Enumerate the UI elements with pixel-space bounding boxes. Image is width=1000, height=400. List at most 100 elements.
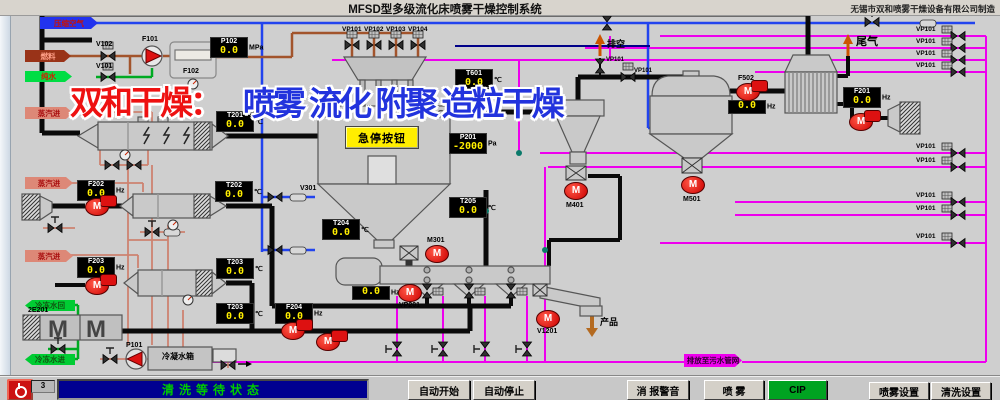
vp-valve-right-8[interactable] [950,237,958,249]
display-label: F201 [854,88,870,95]
vp-valve-right-4[interactable] [958,147,966,159]
valve-icon-20[interactable] [463,291,475,299]
valve-icon-25[interactable] [521,341,533,349]
valve-icon-18[interactable] [601,15,613,23]
motor-icon-4[interactable]: M [398,284,422,302]
valve-icon-24[interactable] [479,341,491,349]
valve-icon-21[interactable] [505,283,517,291]
valve-icon-23[interactable] [437,349,449,357]
valve-icon-17[interactable] [594,66,606,74]
valve-icon-18[interactable] [601,23,613,31]
vp-valve-right-6[interactable] [950,196,958,208]
label-M301: M301 [427,237,445,244]
valve-icon-11[interactable] [134,159,142,171]
vp-valve-right-2[interactable] [958,54,966,66]
counter-box: 3 [31,380,55,393]
vp-valve-right-3[interactable] [958,66,966,78]
valve-icon-17[interactable] [594,58,606,66]
label-VP101: VP101 [606,57,625,63]
motor-icon-1[interactable]: M [85,274,117,295]
valve-icon-19[interactable] [421,291,433,299]
valve-icon-0[interactable] [108,50,116,62]
auto-start-button[interactable]: 自动开始 [408,380,470,400]
vp-valve-right-5[interactable] [950,161,958,173]
valve-icon-1[interactable] [100,71,108,83]
motor-icon-0[interactable]: M [85,195,117,216]
valve-icon-12[interactable] [55,222,63,234]
valve-icon-24[interactable] [479,349,491,357]
valve-icon-1[interactable] [108,71,116,83]
valve-icon-11[interactable] [126,159,134,171]
display-unit: ℃ [255,118,263,126]
valve-icon-8[interactable] [267,191,275,203]
valve-icon-8[interactable] [275,191,283,203]
motor-icon-3[interactable]: M [316,330,348,351]
valve-icon-5[interactable] [418,39,426,51]
emergency-stop-button[interactable]: 急停按钮 [345,126,419,149]
vp-valve-right-6[interactable] [958,196,966,208]
vp-valve-right-2[interactable] [950,54,958,66]
clean-settings-button[interactable]: 清洗设置 [931,382,991,400]
valve-icon-4[interactable] [388,39,396,51]
valve-icon-12[interactable] [47,222,55,234]
valve-icon-9[interactable] [267,244,275,256]
valve-icon-25[interactable] [521,349,533,357]
valve-icon-19[interactable] [421,283,433,291]
valve-icon-2[interactable] [344,39,352,51]
valve-icon-21[interactable] [505,291,517,299]
cip-button[interactable]: CIP [768,380,827,400]
valve-icon-15[interactable] [58,343,66,355]
vp-valve-right-7[interactable] [950,209,958,221]
motor-icon-6[interactable]: M [536,310,560,328]
valve-icon-6[interactable] [620,71,628,83]
valve-icon-6[interactable] [628,71,636,83]
valve-icon-15[interactable] [50,343,58,355]
vp-valve-right-1[interactable] [958,42,966,54]
valve-icon-16[interactable] [220,359,228,371]
valve-icon-10[interactable] [104,159,112,171]
vp-valve-right-1[interactable] [950,42,958,54]
vp-valve-right-0[interactable] [950,30,958,42]
valve-icon-0[interactable] [100,50,108,62]
valve-icon-4[interactable] [396,39,404,51]
auto-stop-button[interactable]: 自动停止 [473,380,535,400]
valve-icon-22[interactable] [391,341,403,349]
motor-icon-9[interactable]: M [736,80,768,101]
valve-icon-7[interactable] [872,16,880,28]
valve-icon-13[interactable] [152,226,160,238]
vp-valve-right-4[interactable] [950,147,958,159]
label-V102: V102 [96,41,113,48]
valve-icon-9[interactable] [275,244,283,256]
valve-icon-10[interactable] [112,159,120,171]
flag-chilled-water-return: 冷冻水回 [25,300,75,311]
valve-icon-13[interactable] [144,226,152,238]
valve-icon-22[interactable] [391,349,403,357]
motor-icon-5[interactable]: M [425,245,449,263]
vp-valve-right-0[interactable] [958,30,966,42]
spray-button[interactable]: 喷 雾 [704,380,764,400]
mute-alarm-button[interactable]: 消 报警音 [627,380,689,400]
power-button[interactable] [7,379,33,400]
valve-icon-14[interactable] [102,353,110,365]
valve-icon-14[interactable] [110,353,118,365]
motor-icon-7[interactable]: M [564,182,588,200]
spray-settings-button[interactable]: 喷雾设置 [869,382,929,400]
valve-icon-2[interactable] [352,39,360,51]
motor-icon-2[interactable]: M [281,319,313,340]
valve-icon-23[interactable] [437,341,449,349]
vp-valve-right-8[interactable] [958,237,966,249]
vp-valve-right-7[interactable] [958,209,966,221]
valve-icon-20[interactable] [463,283,475,291]
motor-icon-8[interactable]: M [681,176,705,194]
valve-icon-16[interactable] [228,359,236,371]
valve-icon-7[interactable] [864,16,872,28]
motor-icon-10[interactable]: M [849,110,881,131]
vp-valve-right-5[interactable] [958,161,966,173]
valve-icon-3[interactable] [374,39,382,51]
valve-icon-3[interactable] [366,39,374,51]
valve-icon-5[interactable] [410,39,418,51]
vp-valve-right-3[interactable] [950,66,958,78]
